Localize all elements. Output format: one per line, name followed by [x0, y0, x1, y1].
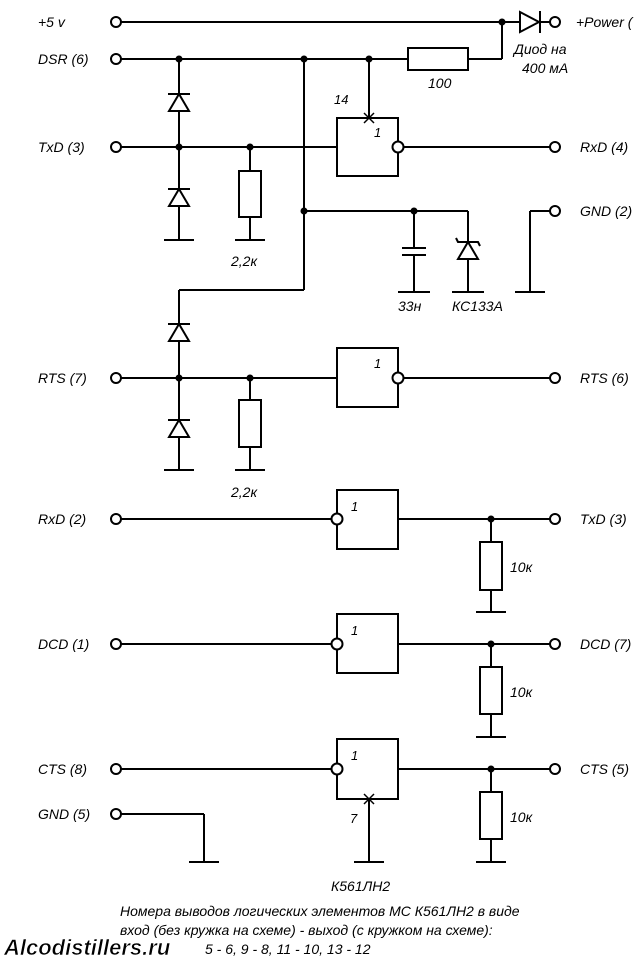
gate-3-label: 1 — [351, 499, 358, 514]
terminal-power — [549, 16, 561, 28]
label-resistor-100: 100 — [428, 75, 452, 91]
label-dsr6: DSR (6) — [38, 51, 89, 67]
zener-diode — [455, 237, 481, 260]
label-rts6: RTS (6) — [580, 370, 629, 386]
resistor-10k-1 — [479, 541, 503, 591]
gate-4-label: 1 — [351, 623, 358, 638]
label-diode-note-1: Диод на — [512, 41, 567, 57]
gate-3 — [330, 489, 399, 550]
power-diode — [519, 10, 542, 34]
pin-7-cross — [363, 793, 375, 805]
watermark: Alcodistillers.ru — [3, 935, 171, 960]
note-line-2: вход (без кружка на схеме) - выход (с кр… — [120, 922, 493, 938]
gate-4 — [330, 613, 399, 674]
label-plus5v: +5 v — [38, 14, 66, 30]
gate-5-label: 1 — [351, 748, 358, 763]
terminal-rxd4 — [549, 141, 561, 153]
terminal-txd3-out — [549, 513, 561, 525]
label-gnd5: GND (5) — [38, 806, 90, 822]
terminal-rts6 — [549, 372, 561, 384]
terminal-txd3 — [110, 141, 122, 153]
junction-dots — [175, 18, 506, 773]
gate-2-label: 1 — [374, 356, 381, 371]
gate-1 — [336, 117, 405, 177]
label-pin14: 14 — [334, 92, 348, 107]
label-power: +Power ( — [576, 14, 634, 30]
terminal-dcd7 — [549, 638, 561, 650]
terminal-cts8 — [110, 763, 122, 775]
label-resistor-2k2-top: 2,2к — [230, 253, 258, 269]
label-dcd7: DCD (7) — [580, 636, 631, 652]
ic-name: К561ЛН2 — [331, 878, 390, 894]
note-line-1: Номера выводов логических элементов МС К… — [120, 903, 520, 919]
capacitor-33n — [402, 247, 426, 256]
label-resistor-10k-3: 10к — [510, 809, 534, 825]
wires — [121, 21, 550, 863]
label-rts7: RTS (7) — [38, 370, 87, 386]
label-rxd4: RxD (4) — [580, 139, 628, 155]
label-txd3-out: TxD (3) — [580, 511, 627, 527]
label-pin7: 7 — [350, 811, 358, 826]
diode-bottom-1 — [167, 322, 191, 342]
label-cts5: CTS (5) — [580, 761, 629, 777]
label-txd3: TxD (3) — [38, 139, 85, 155]
resistor-100 — [407, 47, 469, 71]
gate-1-label: 1 — [374, 125, 381, 140]
terminal-rxd2 — [110, 513, 122, 525]
terminal-cts5 — [549, 763, 561, 775]
gate-2 — [336, 347, 405, 408]
label-resistor-2k2-bottom: 2,2к — [230, 484, 258, 500]
diode-bottom-2 — [167, 418, 191, 438]
label-zener: КС133А — [452, 298, 503, 314]
label-capacitor: 33н — [398, 298, 422, 314]
terminal-gnd5 — [110, 808, 122, 820]
label-diode-note-2: 400 мА — [522, 60, 568, 76]
terminals — [110, 16, 561, 820]
diode-top-1 — [167, 92, 191, 112]
label-dcd1: DCD (1) — [38, 636, 89, 652]
label-gnd2: GND (2) — [580, 203, 632, 219]
gate-5 — [330, 738, 399, 800]
pin-14-cross — [363, 112, 375, 124]
label-rxd2: RxD (2) — [38, 511, 86, 527]
resistor-10k-3 — [479, 791, 503, 840]
terminal-dsr6 — [110, 53, 122, 65]
note-line-3: 5 - 6, 9 - 8, 11 - 10, 13 - 12 — [205, 941, 371, 957]
resistor-2k2-top — [238, 170, 262, 218]
diode-top-2 — [167, 187, 191, 207]
label-resistor-10k-1: 10к — [510, 559, 534, 575]
terminal-dcd1 — [110, 638, 122, 650]
terminal-rts7 — [110, 372, 122, 384]
resistor-2k2-bottom — [238, 399, 262, 448]
label-cts8: CTS (8) — [38, 761, 87, 777]
terminal-plus5v — [110, 16, 122, 28]
terminal-gnd2 — [549, 205, 561, 217]
label-resistor-10k-2: 10к — [510, 684, 534, 700]
resistor-10k-2 — [479, 666, 503, 715]
